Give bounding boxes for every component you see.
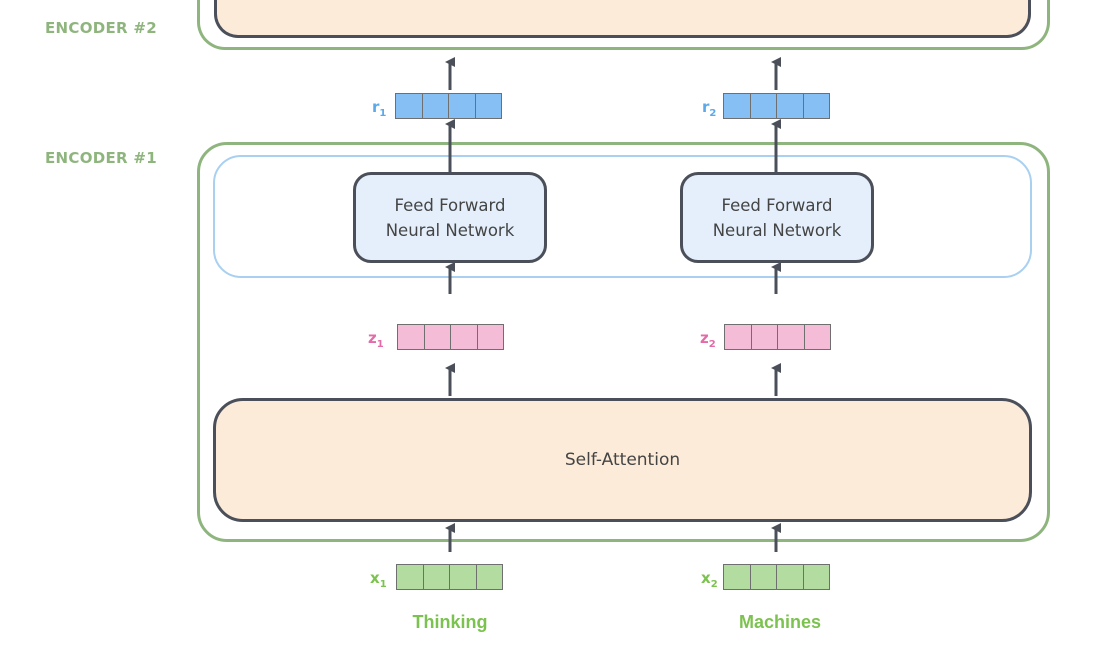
feed-forward-network-1: Feed Forward Neural Network — [353, 172, 547, 263]
feed-forward-network-2: Feed Forward Neural Network — [680, 172, 874, 263]
r1-vector — [395, 93, 502, 119]
r1-label: r1 — [372, 98, 387, 119]
encoder-2-attention-block — [214, 0, 1031, 38]
x2-vector — [723, 564, 830, 590]
input-word-thinking: Thinking — [412, 612, 488, 632]
r2-label: r2 — [702, 98, 717, 119]
x2-label: x2 — [701, 569, 718, 590]
input-word-machines: Machines — [738, 612, 822, 632]
z1-label: z1 — [368, 329, 384, 350]
encoder-1-label: ENCODER #1 — [45, 149, 158, 167]
self-attention-layer: Self-Attention — [213, 398, 1032, 522]
z2-vector — [724, 324, 831, 350]
z1-vector — [397, 324, 504, 350]
x1-vector — [396, 564, 503, 590]
x1-label: x1 — [370, 569, 387, 590]
encoder-2-outline — [197, 0, 1050, 50]
r2-vector — [723, 93, 830, 119]
encoder-2-label: ENCODER #2 — [45, 19, 158, 37]
feed-forward-group — [213, 155, 1032, 278]
encoder-1-outline — [197, 142, 1050, 542]
z2-label: z2 — [700, 329, 716, 350]
